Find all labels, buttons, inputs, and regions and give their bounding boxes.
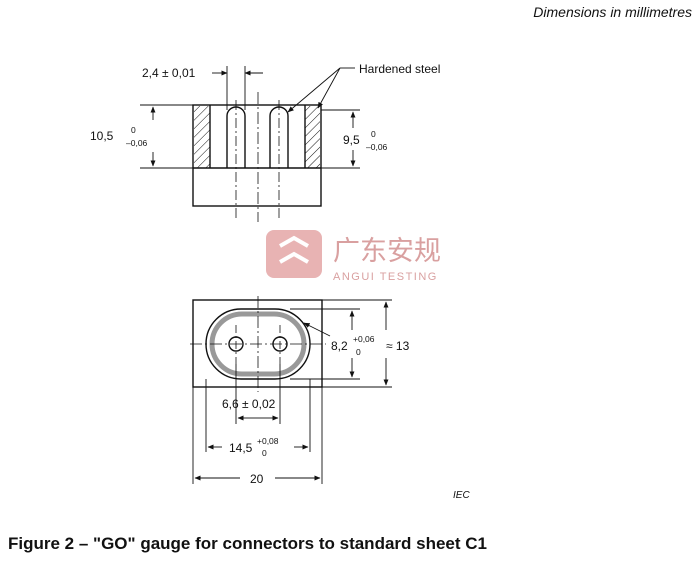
side-wall-right-hatch <box>305 106 320 168</box>
plan-body-outline <box>192 299 323 388</box>
plan-view <box>190 296 392 484</box>
watermark-en: ANGUI TESTING <box>333 271 438 283</box>
side-wall-left-hatch <box>194 106 210 168</box>
watermark: 广东安规 ANGUI TESTING <box>266 230 441 283</box>
overall-height-label: ≈ 13 <box>386 339 410 353</box>
watermark-logo-icon <box>266 230 322 278</box>
slot-height-upper: +0,06 <box>353 334 375 344</box>
slot-width-lower: 0 <box>262 448 267 458</box>
height-left-upper: 0 <box>131 125 136 135</box>
source-label: IEC <box>453 490 470 501</box>
gap-label: 2,4 ± 0,01 <box>142 66 196 80</box>
watermark-cn: 广东安规 <box>333 236 441 267</box>
units-note: Dimensions in millimetres <box>533 4 692 20</box>
height-right-nominal: 9,5 <box>343 133 360 147</box>
slot-width-nominal: 14,5 <box>229 441 253 455</box>
side-view <box>140 66 360 222</box>
figure-caption: Figure 2 – "GO" gauge for connectors to … <box>8 534 487 553</box>
height-right-upper: 0 <box>371 129 376 139</box>
slot-height-nominal: 8,2 <box>331 339 348 353</box>
side-body-outline <box>192 104 322 207</box>
height-right-lower: –0,06 <box>366 142 388 152</box>
height-left-nominal: 10,5 <box>90 129 114 143</box>
slot-height-lower: 0 <box>356 347 361 357</box>
slot-width-upper: +0,08 <box>257 436 279 446</box>
height-left-lower: –0,06 <box>126 138 148 148</box>
overall-width-label: 20 <box>250 472 264 486</box>
pin-spacing-label: 6,6 ± 0,02 <box>222 397 276 411</box>
material-label: Hardened steel <box>359 62 440 76</box>
